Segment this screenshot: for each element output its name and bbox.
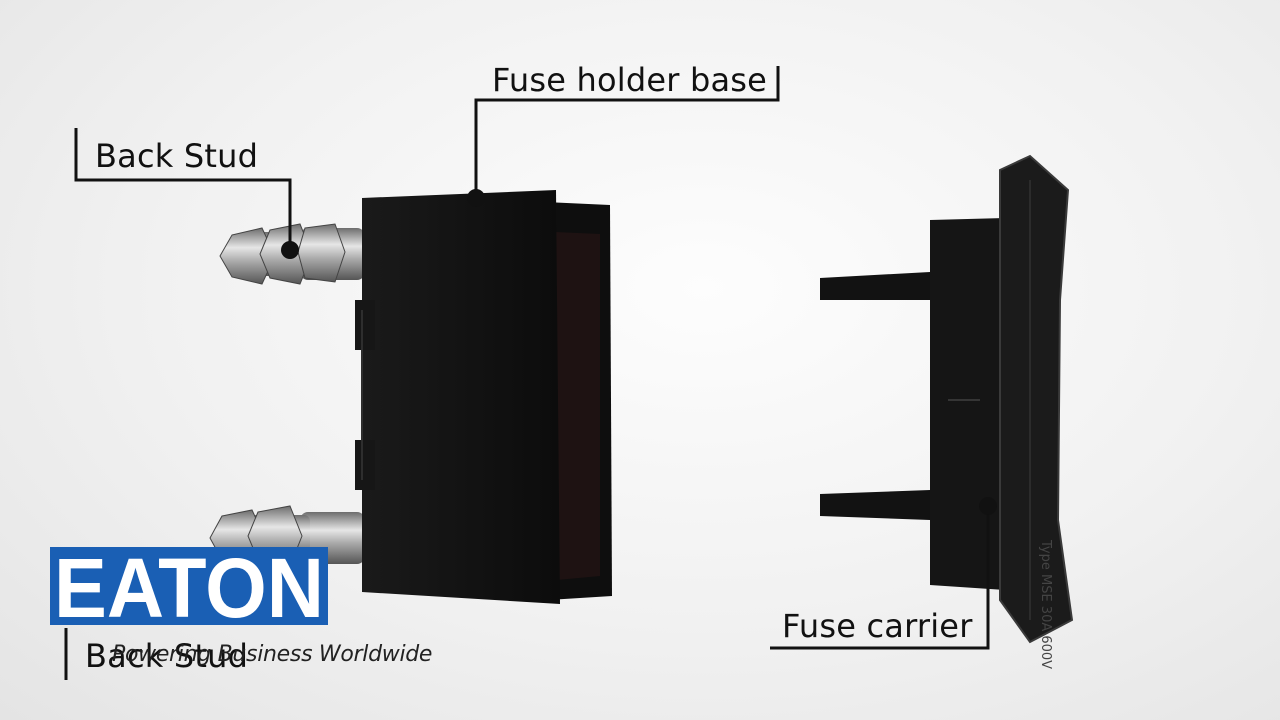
eaton-logo: EATON <box>50 547 328 627</box>
callout-dots <box>281 189 997 515</box>
fuse-holder-base-label: Fuse holder base <box>492 61 768 99</box>
fuse-holder-base <box>355 190 612 604</box>
callout-lines <box>64 66 990 680</box>
fuse-carrier: Type MSE 30A 600V <box>820 154 1074 669</box>
back-stud-label: Back Stud <box>95 137 259 175</box>
brand-tagline: Powering Business Worldwide <box>112 642 433 667</box>
carrier-marking: Type MSE 30A 600V <box>1038 539 1053 669</box>
fuse-carrier-label: Fuse carrier <box>782 607 973 645</box>
back-stud-label-lower: Back Stud <box>85 637 249 675</box>
logo-text: EATON <box>54 547 324 627</box>
